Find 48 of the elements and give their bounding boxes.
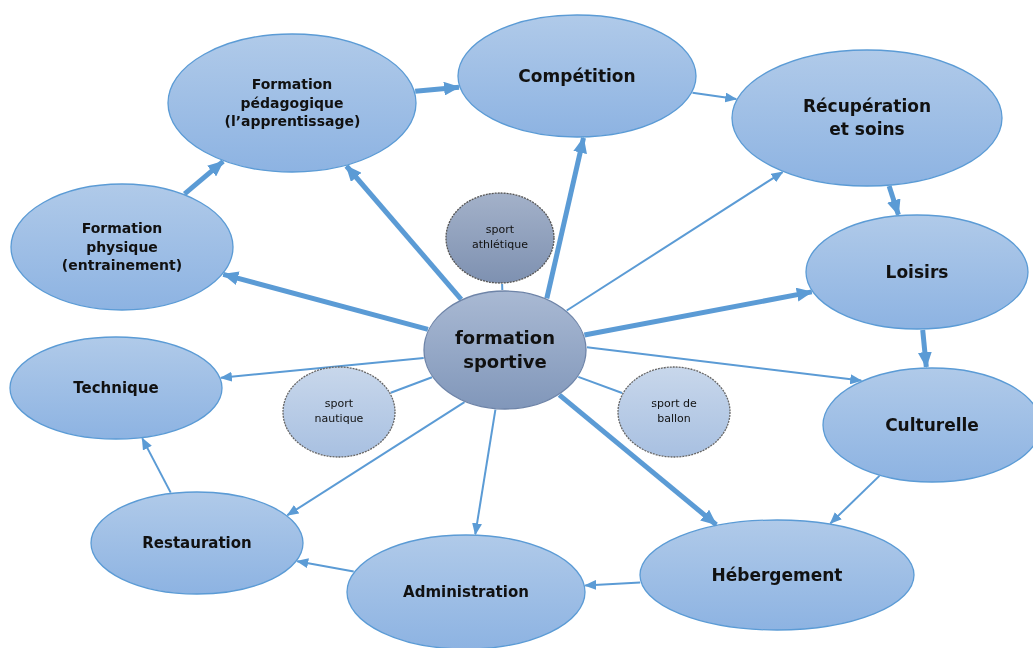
arrow (584, 579, 642, 590)
connector-line (577, 375, 624, 394)
connector-line (389, 376, 433, 394)
arrow (222, 271, 429, 332)
topic-ellipse (805, 214, 1029, 330)
node-label: Récupération et soins (801, 95, 933, 141)
arrow (544, 136, 587, 299)
sport-circle (282, 366, 396, 458)
node-label: sport nautique (313, 397, 365, 427)
node-label: sport athlétique (471, 223, 529, 253)
topic-ellipse (731, 49, 1003, 187)
topic-ellipse (90, 491, 304, 595)
node-label: sport de ballon (650, 397, 698, 427)
central-ellipse (423, 290, 587, 410)
arrow (141, 437, 172, 494)
arrow (472, 408, 497, 536)
node-label: Compétition (518, 64, 636, 88)
node-label: Technique (73, 377, 159, 399)
arrow (183, 159, 225, 196)
arrow (219, 356, 425, 382)
arrow (296, 558, 355, 573)
node-label: Restauration (142, 532, 252, 554)
node-label: Culturelle (885, 413, 979, 437)
connector-line (501, 283, 504, 291)
arrow (917, 329, 932, 369)
topic-ellipse (457, 14, 697, 138)
node-label: Administration (403, 581, 529, 603)
node-label: Formation pédagogique (l’apprentissage) (224, 74, 360, 132)
sport-circle (617, 366, 731, 458)
topic-ellipse (9, 336, 223, 440)
arrow (886, 185, 901, 216)
arrow (565, 171, 784, 312)
arrow (691, 91, 738, 103)
arrow (414, 81, 460, 96)
arrow (829, 474, 881, 525)
node-label: Loisirs (885, 260, 949, 284)
arrow (286, 401, 466, 517)
arrow (557, 392, 718, 527)
node-label: Formation physique (entrainement) (60, 218, 184, 276)
arrow (583, 287, 813, 338)
node-label: Hébergement (711, 563, 843, 587)
topic-ellipse (639, 519, 915, 631)
arrow (585, 346, 863, 385)
node-label: formation sportive (454, 325, 556, 374)
topic-ellipse (10, 183, 234, 311)
sport-circle (445, 192, 555, 284)
topic-ellipse (167, 33, 417, 173)
arrow (344, 164, 464, 301)
